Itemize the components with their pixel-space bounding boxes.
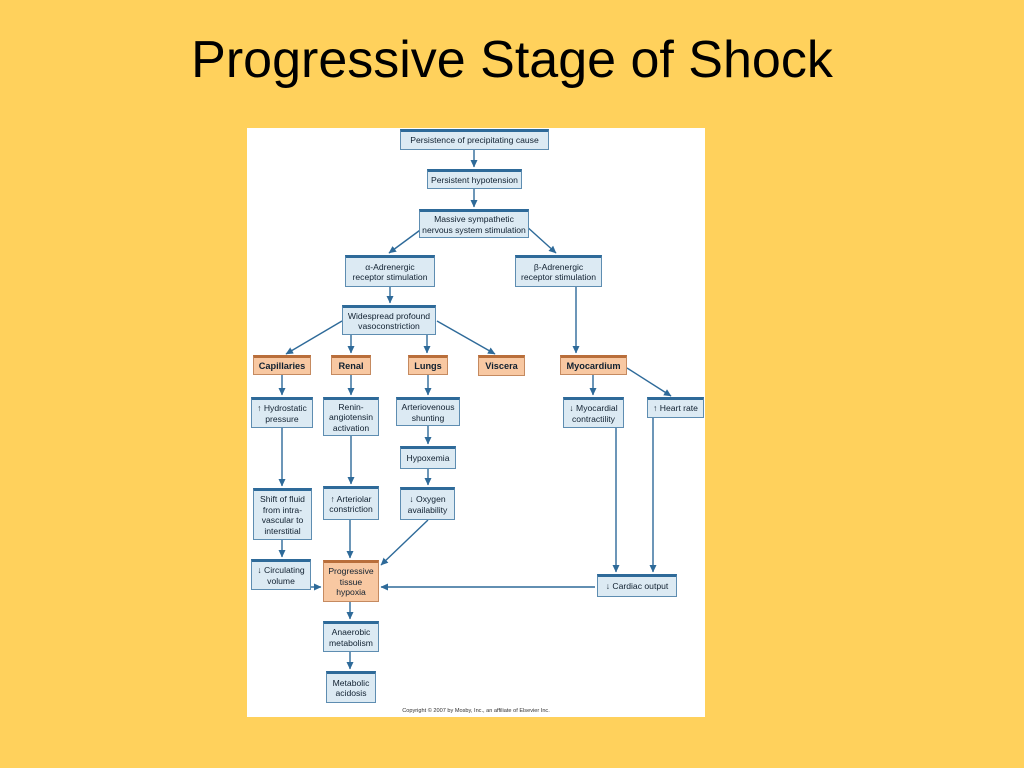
flowchart-figure: Persistence of precipitating cause Persi…	[247, 128, 705, 717]
node-metabolic-acidosis: Metabolic acidosis	[326, 671, 376, 703]
slide-title: Progressive Stage of Shock	[191, 31, 833, 89]
node-fluid-shift: Shift of fluid from intra- vascular to i…	[253, 488, 312, 540]
node-myocardial-contractility: ↓ Myocardial contractility	[563, 397, 624, 428]
node-oxygen-availability: ↓ Oxygen availability	[400, 487, 455, 520]
node-renin-angiotensin: Renin- angiotensin activation	[323, 397, 379, 436]
node-hypoxemia: Hypoxemia	[400, 446, 456, 469]
node-beta-adrenergic: β-Adrenergic receptor stimulation	[515, 255, 602, 287]
node-heart-rate: ↑ Heart rate	[647, 397, 704, 418]
node-persistent-hypotension: Persistent hypotension	[427, 169, 522, 189]
node-arteriovenous-shunting: Arteriovenous shunting	[396, 397, 460, 426]
node-hydrostatic-pressure: ↑ Hydrostatic pressure	[251, 397, 313, 428]
node-capillaries: Capillaries	[253, 355, 311, 375]
node-anaerobic-metabolism: Anaerobic metabolism	[323, 621, 379, 652]
copyright-notice: Copyright © 2007 by Mosby, Inc., an affi…	[402, 708, 550, 714]
arrow-myocardium-to-heart-rate	[626, 367, 672, 397]
node-cardiac-output: ↓ Cardiac output	[597, 574, 677, 597]
arrow-sympathetic-to-beta	[524, 224, 557, 254]
node-lungs: Lungs	[408, 355, 448, 375]
node-alpha-adrenergic: α-Adrenergic receptor stimulation	[345, 255, 435, 287]
node-myocardium: Myocardium	[560, 355, 627, 375]
node-arteriolar-constriction: ↑ Arteriolar constriction	[323, 486, 379, 520]
node-vasoconstriction: Widespread profound vasoconstriction	[342, 305, 436, 335]
node-tissue-hypoxia: Progressive tissue hypoxia	[323, 560, 379, 602]
node-circulating-volume: ↓ Circulating volume	[251, 559, 311, 590]
arrow-vasoconstriction-to-viscera	[436, 320, 496, 355]
node-precipitating-cause: Persistence of precipitating cause	[400, 129, 549, 150]
node-viscera: Viscera	[478, 355, 525, 376]
arrow-vasoconstriction-to-capillaries	[285, 320, 343, 355]
node-renal: Renal	[331, 355, 371, 375]
arrow-oxygen-to-hypoxia	[380, 519, 429, 566]
arrow-layer	[278, 150, 672, 670]
node-sympathetic-stimulation: Massive sympathetic nervous system stimu…	[419, 209, 529, 238]
